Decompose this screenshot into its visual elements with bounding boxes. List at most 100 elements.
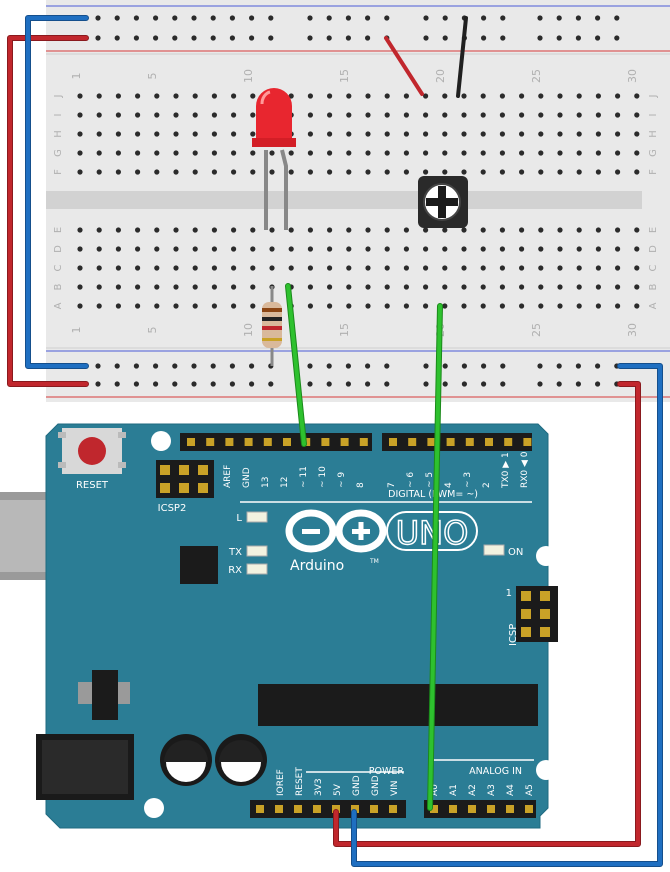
breadboard-hole — [403, 265, 409, 271]
breadboard-hole — [211, 169, 217, 175]
breadboard-hole — [135, 169, 141, 175]
breadboard-hole — [480, 112, 486, 118]
breadboard-hole — [231, 303, 237, 309]
breadboard-hole — [557, 284, 563, 290]
breadboard-hole — [307, 303, 313, 309]
breadboard-hole — [173, 112, 179, 118]
breadboard-hole — [634, 112, 640, 118]
breadboard-hole — [442, 112, 448, 118]
digital-pin-label: RX0 ◀ 0 — [520, 451, 530, 488]
breadboard-hole — [576, 246, 582, 252]
rail-hole — [500, 15, 506, 21]
breadboard-hole — [250, 131, 256, 137]
rail-hole — [423, 381, 429, 387]
breadboard-hole — [288, 265, 294, 271]
col-num: 25 — [530, 69, 543, 83]
reset-button[interactable] — [78, 437, 106, 465]
breadboard-hole — [499, 303, 505, 309]
breadboard-hole — [211, 303, 217, 309]
rail-hole — [614, 15, 620, 21]
icsp2-pins — [160, 465, 208, 493]
icsp2-label: ICSP2 — [158, 503, 187, 514]
breadboard-hole — [115, 284, 121, 290]
breadboard-hole — [135, 112, 141, 118]
breadboard-hole — [192, 284, 198, 290]
power-pin-label: GND — [371, 775, 381, 796]
rail-hole — [384, 381, 390, 387]
rail-hole — [114, 35, 120, 41]
analog-pin-label: A5 — [525, 784, 535, 796]
analog-pin-label: A4 — [506, 784, 516, 796]
row-letter: C — [648, 264, 659, 271]
icsp-label: ICSP — [508, 624, 519, 646]
board-pcb — [45, 423, 549, 829]
breadboard-hole — [346, 303, 352, 309]
header-pin — [449, 805, 457, 813]
breadboard-hole — [307, 93, 313, 99]
power-header — [250, 800, 406, 818]
breadboard-hole — [615, 227, 621, 233]
led-highlight — [260, 90, 271, 105]
breadboard-hole — [211, 284, 217, 290]
rail-hole — [210, 381, 216, 387]
breadboard-hole — [403, 246, 409, 252]
breadboard-hole — [403, 112, 409, 118]
breadboard-hole — [269, 150, 275, 156]
breadboard-hole — [327, 246, 333, 252]
rail-hole — [229, 35, 235, 41]
rail-hole — [153, 35, 159, 41]
mounting-hole — [536, 760, 556, 780]
digital-pin-label: ~ 9 — [337, 472, 347, 488]
breadboard-hole — [499, 150, 505, 156]
rail-hole — [481, 381, 487, 387]
breadboard-hole — [595, 112, 602, 118]
breadboard-hole — [384, 93, 390, 99]
rail-hole — [442, 363, 448, 369]
row-letter: E — [53, 227, 64, 233]
breadboard-hole — [557, 227, 563, 233]
breadboard-hole — [346, 112, 352, 118]
rail-hole — [365, 363, 371, 369]
power-pin-label: 5V — [333, 783, 343, 796]
resistor-band — [262, 308, 282, 312]
resistor-band — [262, 338, 282, 341]
analog-pin-label: A2 — [468, 784, 478, 796]
breadboard-hole — [288, 169, 294, 175]
breadboard-hole — [173, 303, 179, 309]
row-letter: G — [53, 149, 64, 157]
wire-blue-gnd — [352, 364, 662, 866]
breadboard-hole — [192, 93, 198, 99]
header-pin — [198, 483, 208, 493]
breadboard-hole — [211, 227, 217, 233]
rail-hole — [133, 381, 139, 387]
breadboard-hole — [307, 150, 313, 156]
breadboard-hole — [288, 246, 294, 252]
col-num: 30 — [626, 69, 639, 83]
rail-hole — [229, 15, 235, 21]
breadboard-hole — [346, 150, 352, 156]
rail-hole — [500, 35, 506, 41]
breadboard-hole — [519, 265, 525, 271]
rail-hole — [595, 363, 601, 369]
breadboard-hole — [269, 246, 275, 252]
breadboard-hole — [96, 284, 102, 290]
rail-hole — [95, 35, 101, 41]
breadboard-hole — [461, 112, 467, 118]
rail-hole — [595, 15, 601, 21]
breadboard-hole — [346, 93, 352, 99]
breadboard-hole — [135, 131, 141, 137]
breadboard-hole — [231, 112, 237, 118]
rail-hole — [191, 363, 197, 369]
breadboard-hole — [538, 227, 544, 233]
led-l — [246, 511, 268, 523]
breadboard-hole — [576, 131, 582, 137]
breadboard-hole — [442, 131, 448, 137]
icsp-pins — [521, 591, 550, 637]
breadboard-hole — [173, 150, 179, 156]
breadboard-hole — [288, 93, 294, 99]
header-pin — [408, 438, 417, 446]
breadboard-hole — [115, 93, 121, 99]
row-letters: J I H G F E D C B A J I H G F E D C B A — [53, 95, 659, 310]
breadboard-hole — [403, 150, 409, 156]
